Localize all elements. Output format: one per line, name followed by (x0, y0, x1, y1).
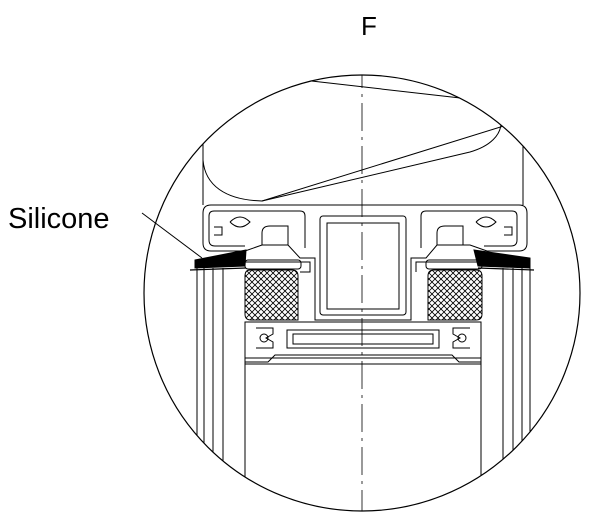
silicone-callout-label: Silicone (8, 203, 110, 235)
silicone-leader-line (141, 212, 203, 259)
gasket-right (427, 269, 483, 321)
lower-carrier-profile (244, 321, 482, 363)
gasket-left (244, 269, 299, 321)
silicone-seal-left (194, 249, 247, 269)
section-label: F (361, 11, 377, 41)
frame-profile (202, 204, 528, 321)
drawing-content (189, 75, 535, 511)
upper-tube (202, 119, 524, 202)
